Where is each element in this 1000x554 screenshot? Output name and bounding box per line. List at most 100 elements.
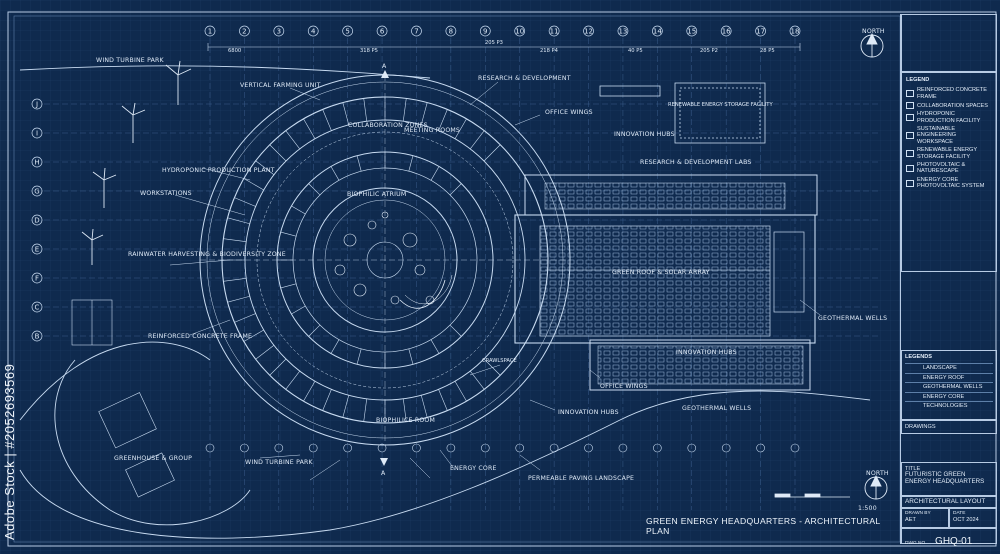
column-marker: 11 — [550, 28, 559, 36]
label-workstations: WORKSTATIONS — [140, 190, 192, 197]
label-renewable-storage-box: RENEWABLE ENERGY STORAGE FACILITY — [668, 102, 773, 108]
dimension-4: 218 P4 — [540, 48, 559, 54]
row-marker: E — [35, 246, 39, 254]
title-label: TITLE — [905, 466, 921, 472]
column-marker: 4 — [311, 28, 316, 36]
column-marker: 13 — [618, 28, 627, 36]
row-marker: H — [34, 159, 39, 167]
outer-border — [7, 11, 997, 547]
parking-blocks — [71, 299, 175, 498]
legend-item-label: PHOTOVOLTAIC & NATURESCAPE — [917, 162, 966, 175]
north-arrow-bottom — [864, 474, 888, 500]
column-marker: 15 — [687, 28, 696, 36]
legend-item-label: HYDROPONIC PRODUCTION FACILITY — [917, 111, 981, 124]
legend-heading: LEGEND — [906, 77, 930, 83]
label-greenhouse: GREENHOUSE & GROUP — [114, 455, 192, 462]
label-energy-core: ENERGY CORE — [450, 465, 497, 472]
label-green-roof: GREEN ROOF & SOLAR ARRAY — [612, 269, 710, 276]
dimension-3: 205 P3 — [485, 40, 503, 46]
drawn-by-cell: DRAWN BY AET — [901, 508, 949, 528]
label-collaboration: COLLABORATION ZONES — [348, 122, 428, 129]
label-wind-turbine-park-bottom: WIND TURBINE PARK — [245, 459, 314, 466]
column-marker: 8 — [449, 28, 453, 36]
label-innovation-hubs-mid: INNOVATION HUBS — [676, 349, 737, 356]
legend-item-label: COLLABORATION SPACES — [917, 102, 988, 109]
label-wind-turbine-park-top: WIND TURBINE PARK — [96, 57, 165, 64]
legend-swatch — [906, 132, 914, 140]
dimension-7: 28 P5 — [760, 48, 775, 54]
column-marker: 17 — [756, 28, 765, 36]
stock-watermark: Adobe Stock | #2052693569 — [2, 363, 17, 540]
label-vertical-farming: VERTICAL FARMING UNIT — [240, 82, 321, 89]
label-innovation-hubs-top: INNOVATION HUBS — [614, 131, 675, 138]
column-marker: 2 — [242, 28, 246, 36]
label-research-dev-top: RESEARCH & DEVELOPMENT — [478, 75, 571, 82]
label-office-wings-top: OFFICE WINGS — [545, 109, 593, 116]
row-marker: I — [36, 130, 38, 138]
column-marker: 3 — [277, 28, 281, 36]
legend-swatch — [906, 179, 914, 187]
legends-item: TECHNOLOGIES — [905, 401, 993, 410]
title-cell: TITLE FUTURISTIC GREEN ENERGY HEADQUARTE… — [901, 462, 997, 496]
leader-lines — [169, 81, 821, 481]
column-marker: 5 — [345, 28, 349, 36]
north-cell — [901, 14, 997, 72]
dimension-line-top: 6800 318 P5 205 P3 218 P4 40 P5 205 P2 2… — [207, 40, 801, 54]
column-marker: 16 — [722, 28, 731, 36]
legend-item: PHOTOVOLTAIC & NATURESCAPE — [906, 162, 992, 175]
east-wing-building — [514, 174, 818, 391]
section-label-a-top: A — [382, 63, 387, 70]
north-label-top: NORTH — [862, 28, 885, 35]
north-arrow-top — [860, 32, 884, 58]
legend-panel: LEGEND REINFORCED CONCRETE FRAME COLLABOR… — [901, 72, 997, 272]
label-innovation-hubs-bottom: INNOVATION HUBS — [558, 409, 619, 416]
row-marker: C — [35, 304, 40, 312]
legend-swatch — [906, 114, 914, 122]
legend-swatch — [906, 164, 914, 172]
drawn-by-value: AET — [905, 517, 916, 524]
sheet-title: GREEN ENERGY HEADQUARTERS - ARCHITECTURA… — [646, 516, 881, 536]
label-permeable: PERMEABLE PAVING LANDSCAPE — [528, 475, 634, 482]
drawing-type-cell: ARCHITECTURAL LAYOUT — [901, 496, 997, 508]
label-geothermal-right: GEOTHERMAL WELLS — [818, 315, 887, 322]
label-biophilic-atrium: BIOPHILIC ATRIUM — [347, 191, 406, 198]
dwg-no-label: DWG NO. — [905, 541, 927, 546]
legend-item-label: RENEWABLE ENERGY STORAGE FACILITY — [917, 147, 977, 160]
legend-item-label: REINFORCED CONCRETE FRAME — [917, 87, 987, 100]
row-marker: D — [34, 217, 39, 225]
column-marker: 9 — [483, 28, 487, 36]
label-crawlspace: CRAWLSPACE — [482, 358, 517, 364]
column-marker: 12 — [584, 28, 593, 36]
section-marker-a — [380, 70, 389, 466]
title-block: LEGEND REINFORCED CONCRETE FRAME COLLABOR… — [900, 14, 997, 547]
column-marker: 6 — [380, 28, 385, 36]
project-title: FUTURISTIC GREEN ENERGY HEADQUARTERS — [905, 471, 985, 485]
column-marker: 10 — [515, 28, 524, 36]
legends-item: ENERGY CORE — [905, 391, 993, 401]
row-marker: G — [34, 188, 39, 196]
section-label-a-bottom: A — [381, 470, 386, 477]
legend-item: SUSTAINABLE ENGINEERING WORKSPACE — [906, 126, 992, 145]
north-label-bottom: NORTH — [866, 470, 889, 477]
column-marker: 18 — [791, 28, 800, 36]
legends-item: ENERGY ROOF — [905, 372, 993, 382]
drawn-by-label: DRAWN BY — [905, 511, 931, 516]
legend-item: REINFORCED CONCRETE FRAME — [906, 87, 992, 100]
legend-item: COLLABORATION SPACES — [906, 102, 992, 110]
legends-heading: LEGENDS — [905, 354, 933, 360]
date-value: OCT 2024 — [953, 517, 979, 524]
dwg-no-cell: DWG NO. GHQ-01 — [901, 528, 997, 547]
legend-swatch — [906, 102, 914, 110]
column-marker: 1 — [208, 28, 212, 36]
dimension-2: 318 P5 — [360, 48, 378, 54]
column-marker: 7 — [414, 28, 418, 36]
dimension-6: 205 P2 — [700, 48, 718, 54]
date-label: DATE — [953, 511, 966, 516]
drawings-cell: DRAWINGS — [901, 420, 997, 434]
legend-item: HYDROPONIC PRODUCTION FACILITY — [906, 111, 992, 124]
dwg-no-value: GHQ-01 — [935, 536, 973, 547]
label-office-wings-bottom: OFFICE WINGS — [600, 383, 648, 390]
radial-partitions — [222, 97, 501, 423]
